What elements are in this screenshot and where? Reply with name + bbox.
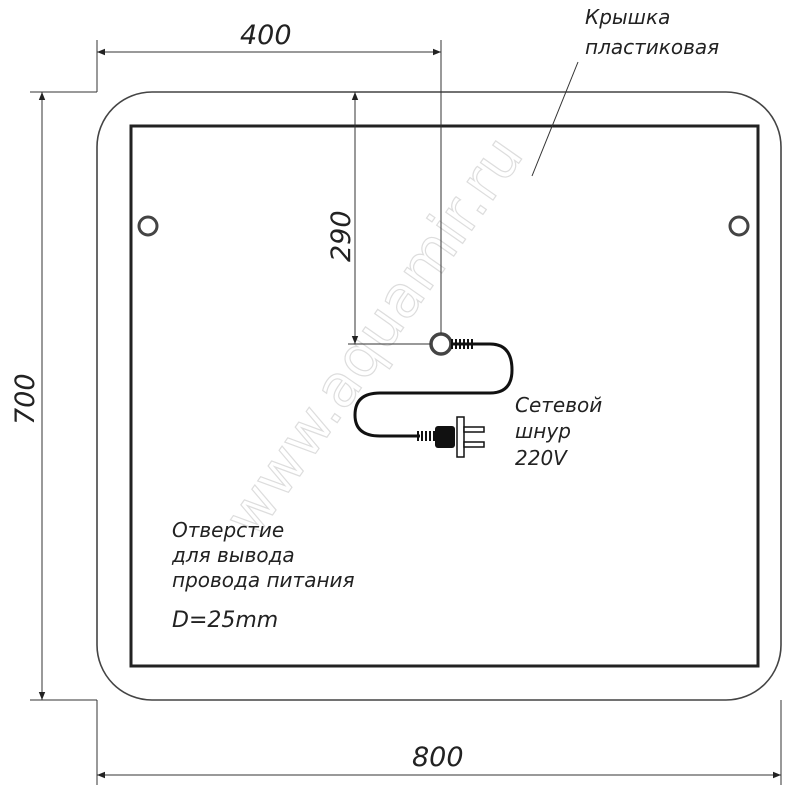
dimension-290: 290: [326, 210, 357, 262]
hole-label-line3: провода питания: [172, 568, 355, 592]
cable-hole-icon: [429, 332, 453, 356]
dimension-800: 800: [412, 742, 464, 773]
inner-panel-outline: [129, 124, 760, 668]
dimension-lines: [30, 40, 782, 785]
hole-label-line1: Отверстие: [172, 518, 284, 542]
power-cord-icon: [353, 339, 514, 458]
cord-label-line1: Сетевой: [515, 393, 602, 417]
cover-label-line1: Крышка: [585, 5, 670, 29]
cord-label-line3: 220V: [515, 446, 568, 470]
dimension-700: 700: [10, 373, 41, 425]
outer-mirror-outline: [96, 91, 782, 701]
watermark: www.aquamir.ru: [211, 124, 536, 548]
dimension-400: 400: [240, 20, 292, 51]
hole-label-line2: для вывода: [171, 543, 295, 567]
cord-label-line2: шнур: [515, 419, 571, 443]
mount-hole-left-icon: [137, 215, 159, 237]
hole-diameter-label: D=25mm: [172, 608, 278, 633]
cover-label-line2: пластиковая: [585, 35, 719, 59]
mount-hole-right-icon: [728, 215, 750, 237]
